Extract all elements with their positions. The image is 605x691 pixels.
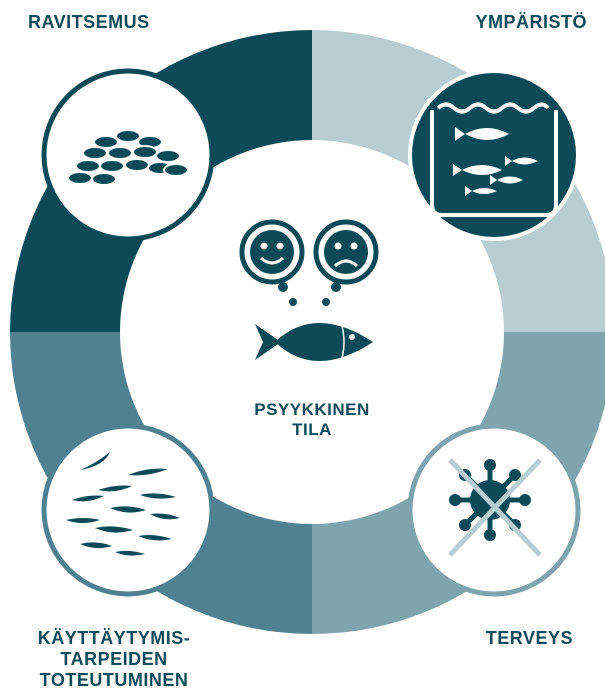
center-label-line: PSYYKKINEN — [254, 400, 370, 419]
center-label: PSYYKKINEN TILA — [212, 400, 412, 440]
crossed-virus-icon — [407, 423, 581, 597]
center-label-line: TILA — [292, 420, 332, 439]
smiley-face-icon — [239, 219, 305, 285]
label-line: TARPEIDEN — [60, 649, 168, 669]
label-line: KÄYTTÄYTYMIS- — [37, 628, 191, 648]
label-line: TOTEUTUMINEN — [39, 670, 189, 690]
label-ravitsemus: RAVITSEMUS — [28, 12, 150, 32]
fish-school-icon — [41, 423, 215, 597]
sad-face-icon — [313, 219, 379, 285]
label-terveys: TERVEYS — [485, 628, 573, 648]
thought-dots — [278, 282, 341, 306]
label-ymparisto: YMPÄRISTÖ — [475, 12, 587, 32]
label-kayttaytymistarpeiden-toteutuminen: KÄYTTÄYTYMIS- TARPEIDEN TOTEUTUMINEN — [14, 628, 214, 691]
fish-tank-icon — [408, 69, 580, 241]
fish-icon — [255, 323, 373, 361]
food-pellets-icon — [41, 68, 215, 242]
